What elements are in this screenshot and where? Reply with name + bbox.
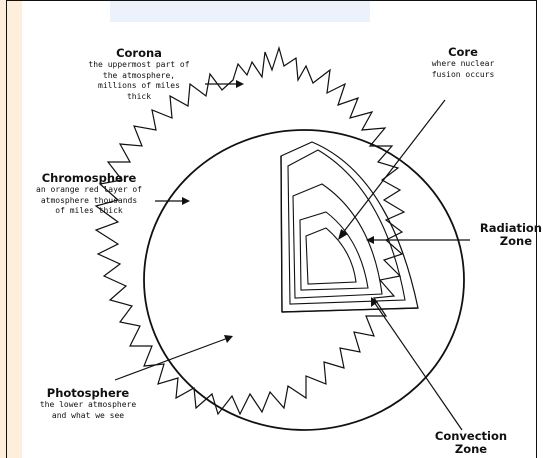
corona-desc-3: millions of miles thick: [84, 81, 194, 102]
chromosphere-desc-1: an orange red layer of: [22, 185, 156, 196]
core-label: Core where nuclear fusion occurs: [420, 46, 506, 80]
radiation-title-2: Zone: [466, 235, 542, 248]
corona-title: Corona: [84, 47, 194, 60]
corona-desc-1: the uppermost part of: [84, 60, 194, 71]
photosphere-label: Photosphere the lower atmosphere and wha…: [36, 387, 140, 421]
chromosphere-desc-2: atmosphere thousands: [22, 196, 156, 207]
photosphere-desc-2: and what we see: [36, 411, 140, 422]
core-title: Core: [420, 46, 506, 59]
chromosphere-title: Chromosphere: [22, 172, 156, 185]
corona-desc-2: the atmosphere,: [84, 71, 194, 82]
corona-label: Corona the uppermost part of the atmosph…: [84, 47, 194, 102]
core-desc-2: fusion occurs: [420, 70, 506, 81]
convection-title-2: Zone: [428, 443, 514, 456]
chromosphere-label: Chromosphere an orange red layer of atmo…: [22, 172, 156, 217]
photosphere-desc-1: the lower atmosphere: [36, 400, 140, 411]
convection-zone-label: Convection Zone: [428, 430, 514, 456]
core-desc-1: where nuclear: [420, 59, 506, 70]
radiation-zone-label: Radiation Zone: [466, 222, 542, 248]
chromosphere-desc-3: of miles thick: [22, 206, 156, 217]
photosphere-title: Photosphere: [36, 387, 140, 400]
